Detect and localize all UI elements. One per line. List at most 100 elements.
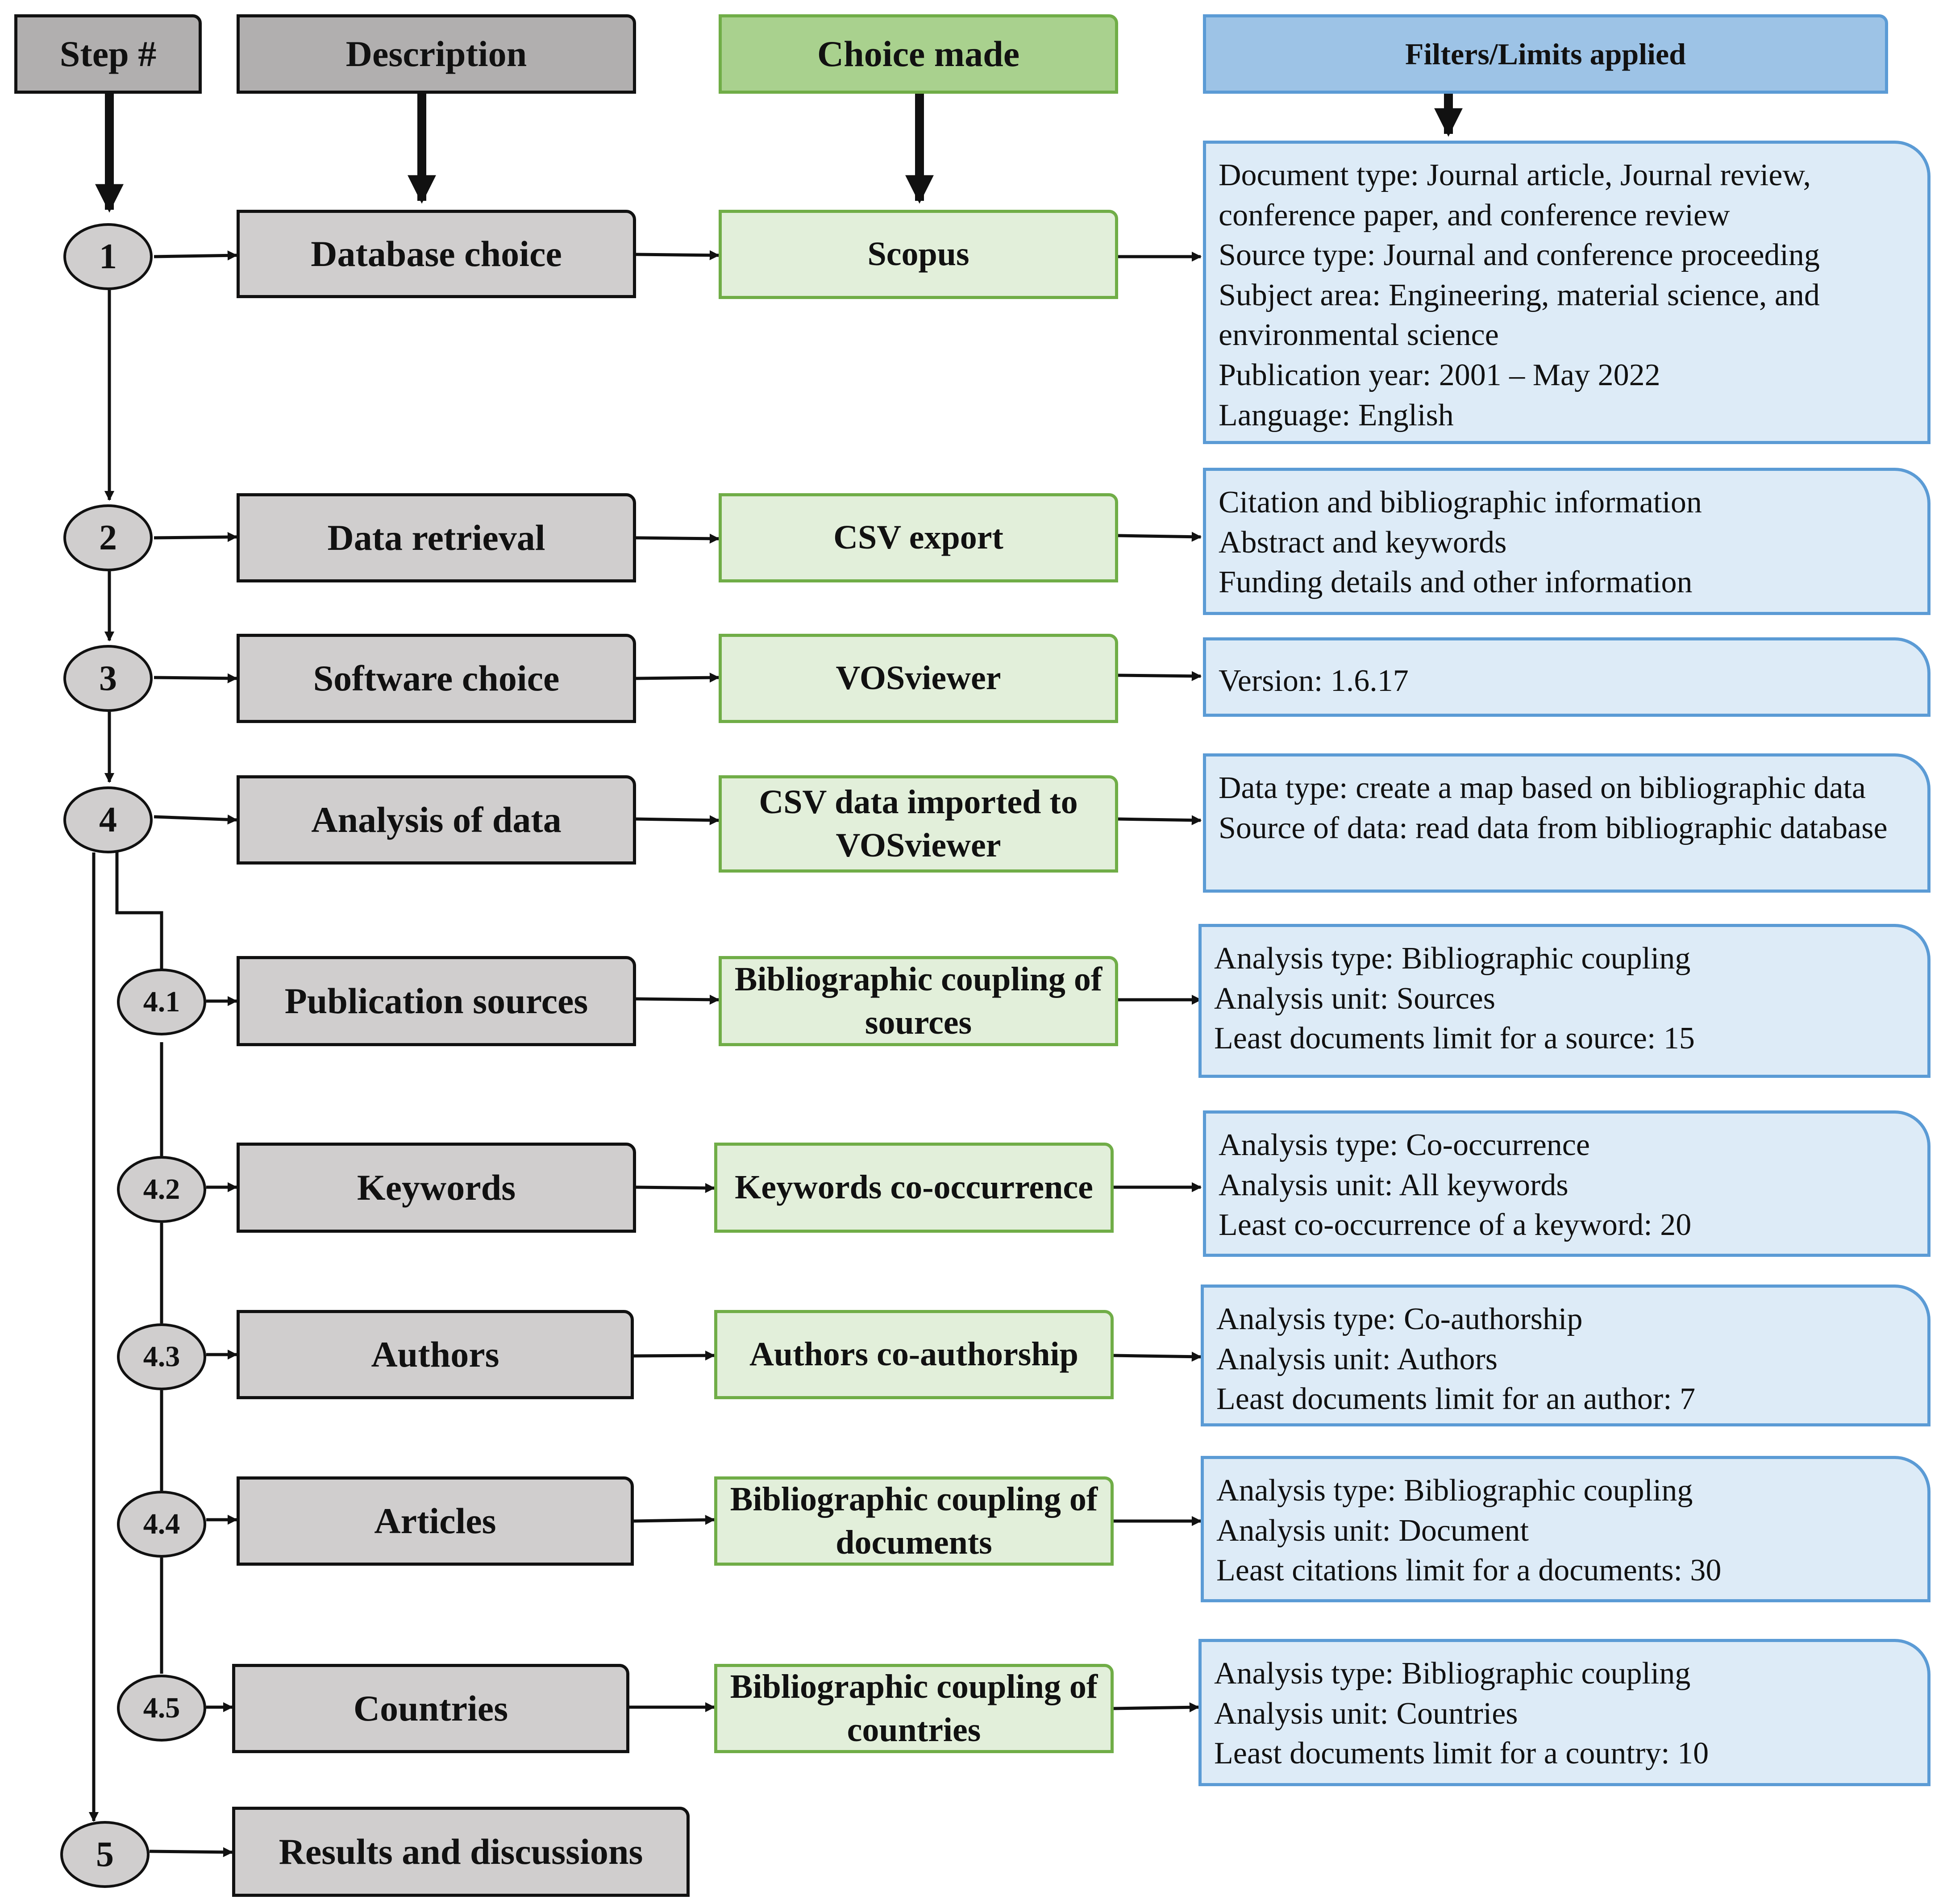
filter-4.4-line: Analysis type: Bibliographic coupling [1216,1473,1693,1508]
filter-1-line: Publication year: 2001 – May 2022 [1219,358,1660,392]
filter-4.5: Analysis type: Bibliographic coupling An… [1198,1639,1931,1786]
step-4.3-number: 4.3 [143,1340,180,1373]
description-1: Database choice [237,210,636,298]
arrow-4.1-choice [636,994,720,1005]
step-4-number: 4 [99,800,117,840]
choice-1: Scopus [719,210,1118,299]
filter-2-line: Abstract and keywords [1219,525,1507,560]
description-1-label: Database choice [311,233,562,274]
header-choice-label: Choice made [817,33,1020,74]
filter-4.2-line: Least co-occurrence of a keyword: 20 [1219,1208,1692,1243]
step-4.3-circle: 4.3 [117,1323,206,1390]
choice-4.1-label: Bibliographic coupling of sources [734,960,1103,1041]
step-2-circle: 2 [63,504,153,571]
filter-4.5-line: Analysis unit: Countries [1214,1696,1518,1731]
arrow-4-filter [1118,815,1202,825]
arrow-2-choice [636,533,720,544]
filter-1: Document type: Journal article, Journal … [1203,141,1931,444]
step-4-circle: 4 [63,786,153,853]
filter-1-line: Subject area: Engineering, material scie… [1219,278,1820,353]
step-2-number: 2 [99,518,117,557]
description-4.2: Keywords [237,1143,636,1233]
choice-4.5-label: Bibliographic coupling of countries [730,1667,1098,1749]
step-4.4-circle: 4.4 [117,1491,206,1558]
arrow-4.4-choice [633,1515,716,1525]
header-choice: Choice made [719,14,1118,94]
step-4.5-number: 4.5 [143,1692,180,1724]
filter-1-line: Source type: Journal and conference proc… [1219,238,1820,273]
header-step: Step # [14,14,202,94]
arrow-3-filter [1118,671,1202,681]
header-step-label: Step # [59,33,157,74]
filter-4.3-line: Least documents limit for an author: 7 [1216,1382,1696,1417]
filter-4: Data type: create a map based on bibliog… [1203,753,1931,893]
filter-4.1-line: Least documents limit for a source: 15 [1214,1021,1695,1056]
filter-1-line: Language: English [1219,398,1454,432]
choice-4-label: CSV data imported to VOSviewer [759,783,1078,864]
choice-4.3: Authors co-authorship [714,1310,1114,1399]
step-5-circle: 5 [60,1821,150,1888]
filter-4-line: Source of data: read data from bibliogra… [1219,811,1888,845]
filter-4.3-line: Analysis type: Co-authorship [1216,1302,1583,1336]
filter-1-line: Document type: Journal article, Journal … [1219,158,1811,233]
filter-4.5-line: Least documents limit for a country: 10 [1214,1736,1709,1771]
filter-4.2: Analysis type: Co-occurrence Analysis un… [1203,1110,1931,1257]
filter-4.3-line: Analysis unit: Authors [1216,1342,1498,1376]
step-5-number: 5 [96,1834,114,1874]
step-1-number: 1 [99,237,117,276]
choice-4.4: Bibliographic coupling of documents [714,1476,1114,1566]
description-5-label: Results and discussions [279,1831,643,1872]
header-description: Description [237,14,636,94]
arrow-4-choice [636,815,720,825]
description-4: Analysis of data [237,775,636,865]
description-4.3-label: Authors [371,1334,499,1375]
choice-1-label: Scopus [867,235,969,273]
description-2-label: Data retrieval [327,517,545,558]
description-4.1-label: Publication sources [284,981,588,1021]
filter-3: Version: 1.6.17 [1203,637,1931,717]
arrow-4.2-choice [636,1183,716,1193]
choice-2-label: CSV export [833,519,1003,557]
filter-4.1-line: Analysis type: Bibliographic coupling [1214,941,1691,976]
step-4.2-number: 4.2 [143,1173,180,1206]
filter-2-line: Funding details and other information [1219,565,1693,600]
description-3: Software choice [237,634,636,723]
filter-4.4-line: Analysis unit: Document [1216,1513,1529,1548]
choice-4.5: Bibliographic coupling of countries [714,1664,1114,1753]
filter-4.2-line: Analysis type: Co-occurrence [1219,1128,1590,1162]
step-4.2-circle: 4.2 [117,1156,206,1223]
filter-4.4: Analysis type: Bibliographic coupling An… [1201,1456,1931,1602]
arrow-4.3-choice [633,1350,716,1361]
description-3-label: Software choice [313,658,560,698]
choice-4.4-label: Bibliographic coupling of documents [730,1480,1098,1561]
arrow-2-filter [1118,532,1202,542]
filter-4.5-line: Analysis type: Bibliographic coupling [1214,1656,1691,1691]
description-4.4: Articles [237,1476,634,1566]
step-4.1-number: 4.1 [143,985,180,1018]
choice-2: CSV export [719,493,1118,582]
arrow-2-desc [154,532,238,542]
choice-3: VOSviewer [719,634,1118,723]
arrow-4.3-filter [1113,1351,1202,1362]
arrow-1-desc [154,250,238,261]
filter-4.1-line: Analysis unit: Sources [1214,981,1495,1016]
header-filters-label: Filters/Limits applied [1405,37,1686,71]
filter-4.2-line: Analysis unit: All keywords [1219,1168,1569,1202]
choice-4.1: Bibliographic coupling of sources [719,956,1118,1046]
arrow-5-desc [149,1847,233,1857]
description-4-label: Analysis of data [311,799,562,840]
step-4.4-number: 4.4 [143,1508,180,1540]
step-1-circle: 1 [63,223,153,290]
choice-4.2-label: Keywords co-occurrence [735,1168,1093,1206]
step-4.1-circle: 4.1 [117,969,206,1035]
description-2: Data retrieval [237,493,636,582]
arrow-1-choice [636,250,720,260]
filter-2-line: Citation and bibliographic information [1219,485,1702,520]
flow-4-branch [115,850,163,971]
description-4.4-label: Articles [374,1501,496,1541]
description-5: Results and discussions [232,1807,690,1897]
filter-4.1: Analysis type: Bibliographic coupling An… [1198,924,1931,1078]
filter-2: Citation and bibliographic information A… [1203,468,1931,615]
